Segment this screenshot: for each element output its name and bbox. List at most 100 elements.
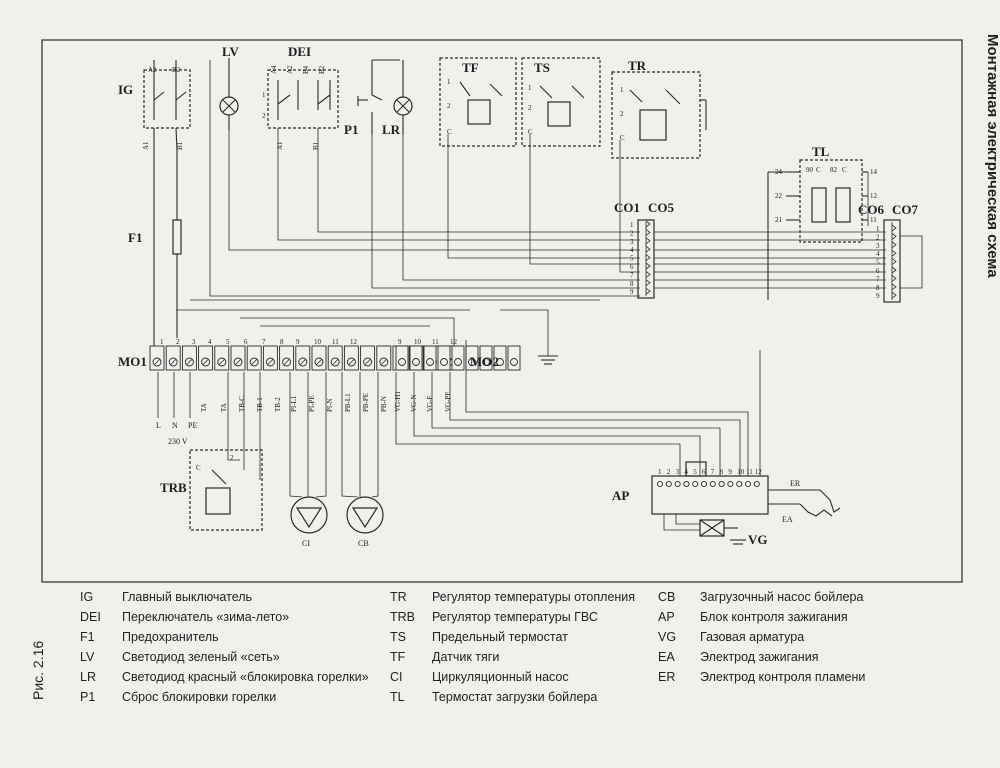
terminal-number: 3 bbox=[192, 338, 196, 346]
terminal-number: 6 bbox=[244, 338, 248, 346]
ap-pin bbox=[744, 480, 752, 488]
connector-pin-number: 4 bbox=[876, 250, 880, 258]
connector-pin bbox=[645, 271, 651, 278]
ap-pin-number: 4 bbox=[684, 468, 688, 476]
legend-code: LV bbox=[80, 650, 95, 664]
terminal-number: 4 bbox=[208, 338, 212, 346]
screw-terminal bbox=[507, 345, 521, 371]
ap-pin-number: 3 bbox=[676, 468, 680, 476]
legend-description: Регулятор температуры ГВС bbox=[432, 610, 598, 624]
terminal-mark: PI-L1 bbox=[290, 395, 298, 412]
legend-code: IG bbox=[80, 590, 94, 604]
legend-description: Светодиод зеленый «сеть» bbox=[122, 650, 280, 664]
legend-description: Предохранитель bbox=[122, 630, 219, 644]
terminal-number: 2 bbox=[176, 338, 180, 346]
label-tf: TF bbox=[462, 60, 479, 75]
tl-pin-90: 90 bbox=[806, 166, 814, 174]
terminal-number: 7 bbox=[262, 338, 266, 346]
terminal-number: 9 bbox=[398, 338, 402, 346]
connector-pin bbox=[645, 237, 651, 245]
ap-pin-number: 7 bbox=[711, 468, 715, 476]
connector-pin bbox=[645, 287, 651, 295]
connector-pin-number: 1 bbox=[630, 221, 634, 229]
label-er: ER bbox=[790, 479, 801, 488]
svg-text:C: C bbox=[447, 128, 452, 136]
tr-heating-regulator: 1 2 C bbox=[611, 71, 707, 159]
screw-terminal bbox=[423, 345, 437, 371]
terminal-mark: TA bbox=[220, 403, 228, 412]
cb-pump bbox=[341, 372, 384, 534]
ap-pin-number: 5 bbox=[693, 468, 697, 476]
tl-boiler-thermostat: 24 90 C 82 C 14 22 12 21 11 bbox=[767, 159, 878, 300]
terminal-mark: PI-N bbox=[326, 398, 334, 412]
connector-pin bbox=[891, 258, 897, 265]
legend-description: Электрод зажигания bbox=[700, 650, 819, 664]
label-trb: TRB bbox=[160, 480, 187, 495]
connector-pin bbox=[645, 245, 651, 253]
legend-code: F1 bbox=[80, 630, 95, 644]
label-ci: CI bbox=[302, 539, 310, 548]
ci-pump bbox=[289, 372, 328, 534]
svg-text:2: 2 bbox=[262, 112, 266, 120]
legend-description: Светодиод красный «блокировка горелки» bbox=[122, 670, 369, 684]
connector-pin bbox=[645, 220, 651, 228]
connector-pin-number: 2 bbox=[876, 233, 880, 241]
legend-code: P1 bbox=[80, 690, 96, 704]
label-ea: EA bbox=[782, 515, 793, 524]
label-co7: CO7 bbox=[892, 202, 919, 217]
legend-code: CB bbox=[658, 590, 676, 604]
connector-pin-number: 6 bbox=[876, 267, 880, 275]
tl-pin-c1: C bbox=[816, 166, 821, 174]
terminal-mark: VG-F bbox=[426, 396, 434, 412]
connector-pin bbox=[891, 266, 897, 274]
label-tl: TL bbox=[812, 144, 830, 159]
ig-main-switch: A2 B2 A1 B1 bbox=[142, 60, 191, 150]
svg-text:2: 2 bbox=[528, 104, 532, 112]
terminal-mark: TB-2 bbox=[274, 397, 282, 412]
connector-pin bbox=[891, 291, 897, 299]
mains-n: N bbox=[172, 421, 178, 430]
label-mo1: MO1 bbox=[118, 354, 147, 369]
svg-text:2: 2 bbox=[230, 454, 234, 462]
terminal-number: 11 bbox=[432, 338, 439, 346]
connector-pin-number: 2 bbox=[630, 229, 634, 237]
dei-pin-a2: A2 bbox=[286, 65, 294, 74]
dei-pin-b4: B4 bbox=[302, 65, 310, 74]
terminal-number: 1 bbox=[160, 338, 164, 346]
connector-pin-number: 6 bbox=[630, 263, 634, 271]
screw-terminal bbox=[437, 345, 451, 371]
ig-pin-a1: A1 bbox=[142, 141, 150, 150]
legend-description: Электрод контроля пламени bbox=[700, 670, 866, 684]
tf-thermostat: 1 2 C bbox=[439, 57, 517, 147]
legend-code: LR bbox=[80, 670, 96, 684]
tl-pin-c2: C bbox=[842, 166, 847, 174]
ap-pin-number: 6 bbox=[702, 468, 706, 476]
connector-pin-number: 5 bbox=[876, 259, 880, 267]
svg-text:C: C bbox=[620, 134, 625, 142]
connector-co6-co7 bbox=[883, 219, 901, 303]
svg-text:1: 1 bbox=[262, 91, 266, 99]
screw-terminal bbox=[451, 345, 465, 371]
legend-code: VG bbox=[658, 630, 677, 644]
terminal-mark: PB-L1 bbox=[344, 393, 352, 412]
trb-dhw-regulator: C 2 bbox=[189, 372, 263, 531]
legend-code: TF bbox=[390, 650, 406, 664]
mains-pe: PE bbox=[188, 421, 197, 430]
terminal-mark: PB-PE bbox=[362, 393, 370, 412]
tl-pin-21: 21 bbox=[775, 216, 783, 224]
connector-pin bbox=[891, 241, 897, 249]
lr-led bbox=[393, 60, 413, 135]
legend-code: CI bbox=[390, 670, 403, 684]
svg-text:2: 2 bbox=[447, 102, 451, 110]
legend-code: DEI bbox=[80, 610, 101, 624]
legend-description: Переключатель «зима-лето» bbox=[122, 610, 290, 624]
terminal-number: 9 bbox=[296, 338, 300, 346]
legend-description: Термостат загрузки бойлера bbox=[432, 690, 598, 704]
ig-pin-b1: B1 bbox=[176, 141, 184, 150]
legend-description: Газовая арматура bbox=[700, 630, 805, 644]
wire-buses bbox=[176, 60, 923, 356]
label-co5: CO5 bbox=[648, 200, 675, 215]
ap-pin bbox=[753, 480, 760, 488]
tl-pin-22: 22 bbox=[775, 192, 783, 200]
ap-pin-number: 1 bbox=[658, 468, 662, 476]
